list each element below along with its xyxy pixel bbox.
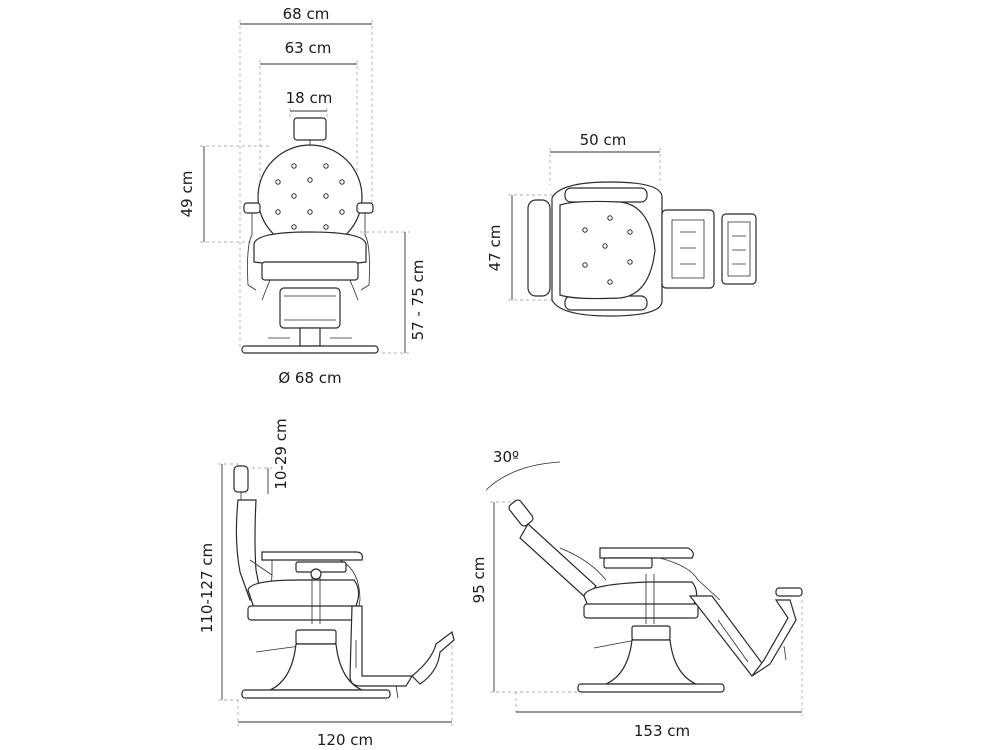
side-footrest bbox=[411, 630, 455, 685]
top-backrest bbox=[527, 199, 551, 297]
side-pedestal bbox=[269, 643, 363, 691]
top-view: 50 cm 47 cm bbox=[486, 131, 757, 317]
front-headrest bbox=[293, 117, 327, 141]
top-legrest bbox=[661, 209, 715, 289]
recline-angle-label: 30º bbox=[493, 448, 519, 466]
front-backrest-height-label: 49 cm bbox=[178, 171, 196, 218]
front-headrest-label: 18 cm bbox=[286, 89, 333, 107]
side-armrest bbox=[261, 551, 363, 561]
front-width-seat-label: 63 cm bbox=[285, 39, 332, 57]
front-seat-height-label: 57 - 75 cm bbox=[409, 260, 427, 341]
side-view: 10-29 cm 110-127 cm 120 cm bbox=[198, 418, 455, 749]
side-length-label: 120 cm bbox=[317, 731, 373, 749]
side-total-height-label: 110-127 cm bbox=[198, 543, 216, 633]
top-width-label: 50 cm bbox=[580, 131, 627, 149]
reclined-headrest bbox=[508, 499, 534, 527]
front-base bbox=[241, 345, 379, 354]
reclined-armrest bbox=[599, 547, 694, 559]
front-base-diameter-label: Ø 68 cm bbox=[278, 369, 341, 387]
front-width-outer-label: 68 cm bbox=[283, 5, 330, 23]
front-footrest bbox=[279, 287, 341, 329]
reclined-legrest bbox=[688, 595, 765, 677]
front-tufting bbox=[275, 163, 345, 230]
recline-angle-arc bbox=[485, 461, 561, 491]
reclined-base bbox=[577, 683, 725, 693]
front-seat bbox=[253, 231, 367, 267]
front-view: 68 cm 63 cm 18 cm 49 cm 57 - 75 cm bbox=[178, 5, 427, 387]
top-footrest bbox=[721, 213, 757, 285]
side-seat bbox=[247, 579, 360, 609]
reclined-pedestal bbox=[605, 639, 697, 685]
side-headrest-adjust-label: 10-29 cm bbox=[272, 418, 290, 489]
side-headrest bbox=[233, 465, 249, 493]
side-base bbox=[241, 689, 391, 699]
reclined-height-label: 95 cm bbox=[470, 557, 488, 604]
side-legrest bbox=[349, 605, 414, 687]
reclined-length-label: 153 cm bbox=[634, 722, 690, 740]
top-seat bbox=[559, 200, 656, 300]
reclined-view: 30º 95 cm 153 cm bbox=[470, 448, 803, 740]
top-depth-label: 47 cm bbox=[486, 225, 504, 272]
reclined-footrest bbox=[751, 599, 797, 677]
reclined-seat bbox=[583, 581, 698, 607]
top-armrest-left bbox=[564, 187, 648, 203]
